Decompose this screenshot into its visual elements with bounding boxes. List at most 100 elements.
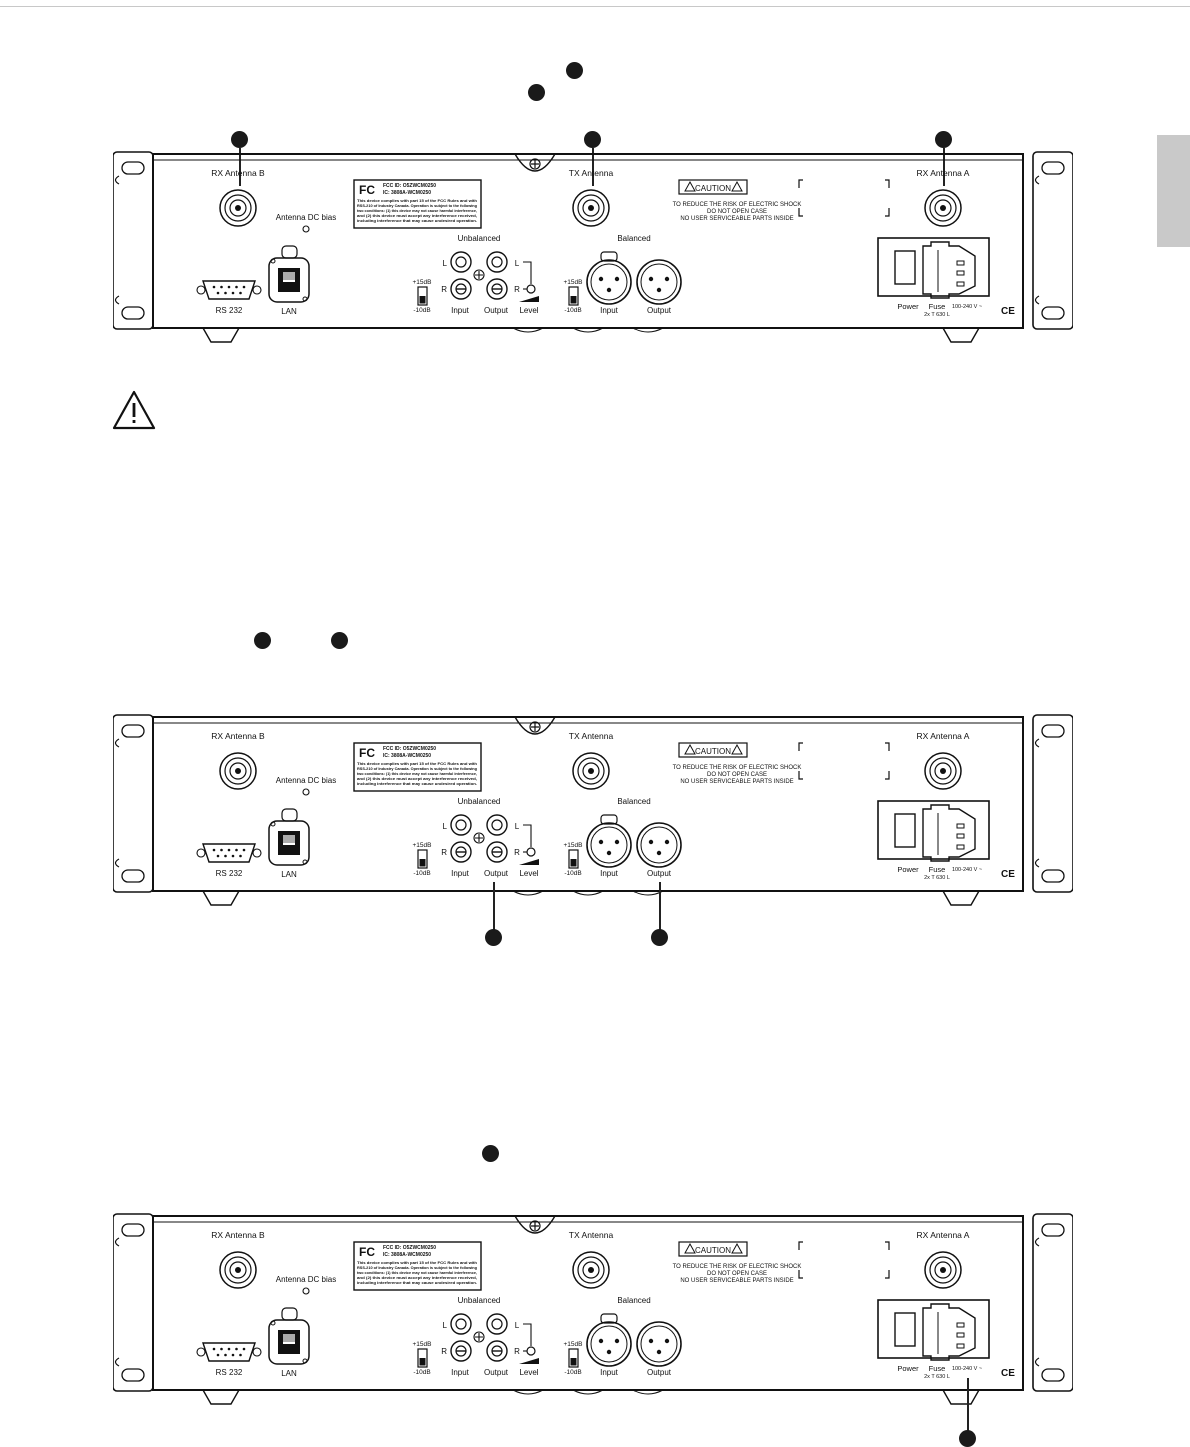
ground-icon [473,832,485,844]
xlr-connector [590,263,628,301]
panel-label: L [515,822,520,831]
level-switch-knob [419,859,426,867]
ground-icon [473,1331,485,1343]
rs232-connector [202,843,256,863]
panel-label: FCC ID: O5ZWCM0250 [383,183,436,189]
rs232-pin [242,285,246,289]
xlr-pin [606,287,612,293]
screw-icon [529,158,541,170]
rack-slot [1041,161,1065,175]
panel-label: TO REDUCE THE RISK OF ELECTRIC SHOCK [673,202,802,208]
panel-label: and (2) this device must accept any inte… [357,214,477,218]
rca-input-left [450,1313,472,1335]
rack-ear-curve [1034,295,1040,305]
panel-label: -10dB [564,870,581,877]
label-corner [798,1270,803,1279]
antenna-pin [588,768,594,774]
panel-label: Unbalanced [458,797,501,806]
chassis [152,1215,1024,1391]
panel-label: 100-240 V ~ [952,1366,982,1372]
antenna-connector [229,199,247,217]
panel-label: -10dB [564,1369,581,1376]
panel-label: Unbalanced [458,234,501,243]
level-switch-knob [570,859,577,867]
shock-triangle-icon [731,743,743,755]
xlr-pin [598,276,604,282]
callout-leader [943,148,945,186]
antenna-connector [582,762,600,780]
panel-label: +15dB [413,1341,432,1348]
callout-dot [959,1430,976,1447]
callout-dot [231,131,248,148]
rca-input-left [450,814,472,836]
chassis [152,716,1024,892]
panel-label: CAUTION [695,747,731,756]
lan-screw [302,296,308,302]
antenna-connector [577,1256,605,1284]
ground-icon [475,271,483,279]
panel-label: +15dB [564,842,583,849]
callout-dot [331,632,348,649]
panel-label: RS 232 [216,1368,243,1377]
panel-label: -10dB [413,307,430,314]
fcc-label [353,742,482,792]
callout-dot [485,929,502,946]
panel-label: DO NOT OPEN CASE [707,772,767,778]
rack-slot [121,306,145,320]
screw-icon [529,1220,541,1232]
antenna-pin [235,205,241,211]
label-corner [798,208,803,217]
panel-label: -10dB [413,870,430,877]
xlr-connector [586,1321,632,1367]
panel-label: TX Antenna [569,168,614,178]
xlr-connector [636,822,682,868]
panel-label: Input [600,306,619,315]
iec-inlet [922,1303,976,1361]
xlr-pin [614,839,620,845]
rca-output-left [491,819,503,831]
antenna-connector [929,1256,957,1284]
panel-label: FC [359,183,375,197]
iec-inlet [922,804,976,862]
rca-output-right [486,278,508,300]
panel-label: IC: 3808A-WCM0250 [383,753,431,759]
panel-label: CAUTION [695,1246,731,1255]
rca-output-left [491,256,503,268]
panel-label: RX Antenna A [917,168,970,178]
level-bracket [523,1323,532,1346]
panel-label: LAN [281,870,297,879]
rca-input-right [450,278,472,300]
antenna-connector [219,189,257,227]
rs232-pin [220,848,223,852]
level-pot [526,847,536,857]
caution-triangle-icon [684,743,696,755]
panel-label: RSS-210 of Industry Canada. Operation is… [357,1266,477,1270]
level-switch [568,1348,579,1368]
antenna-connector [219,1251,257,1289]
rack-slot [1041,306,1065,320]
foot-ridge [632,327,664,333]
rack-ear [1032,714,1074,893]
panel-label: +15dB [413,842,432,849]
panel-label: Balanced [617,234,650,243]
iec-pin [956,823,965,829]
foot [202,327,240,343]
panel-label: TX Antenna [569,731,614,741]
rack-slot [1041,1223,1065,1237]
xlr-pin [648,1338,654,1344]
rack-ear-curve [1034,175,1040,185]
screw-notch [514,153,556,172]
rca-output-left [486,814,508,836]
rca-input-left [450,251,472,273]
rs232-pin [231,1353,235,1357]
xlr-pin [606,850,612,856]
xlr-pin [648,276,654,282]
panel-label: Unbalanced [458,1296,501,1305]
panel-label: L [515,1321,520,1330]
power-switch [894,813,916,848]
rack-slot [121,1368,145,1382]
screw-icon [531,160,539,168]
panel-label: RS 232 [216,306,243,315]
panel-label: Balanced [617,1296,650,1305]
